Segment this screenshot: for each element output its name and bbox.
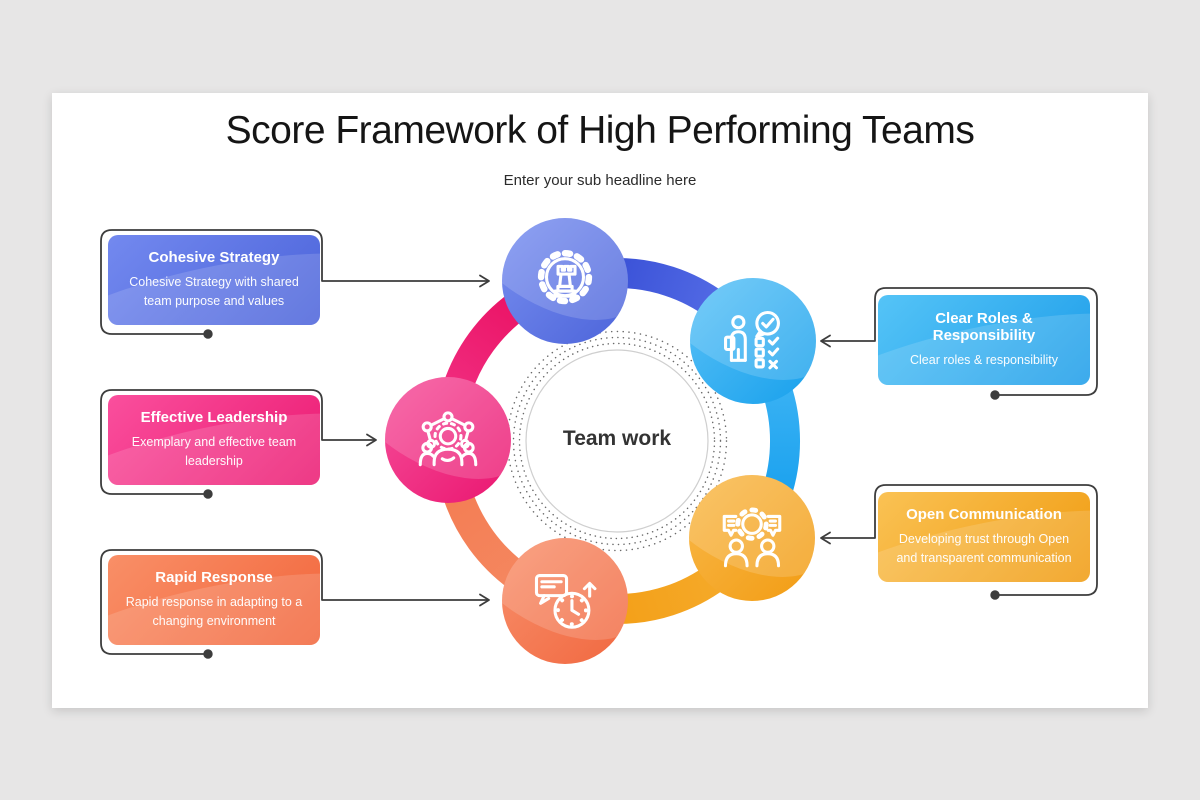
connector-dot-rapid	[203, 649, 213, 659]
card-title: Clear Roles & Responsibility	[932, 309, 1036, 344]
connectors	[100, 229, 1098, 659]
card-description: Clear roles & responsibility	[910, 352, 1058, 367]
connector-dot-roles	[990, 390, 1000, 400]
teamwork-hub-label: Team work	[562, 427, 672, 450]
dotted-halo	[506, 330, 728, 552]
card-rapid-response: Rapid Response Rapid response in adaptin…	[108, 555, 320, 645]
card-description: Developing trust through Open and transp…	[896, 531, 1072, 565]
card-open-communication: Open Communication Developing trust thro…	[878, 492, 1090, 582]
connector-effective-leadership	[100, 389, 376, 495]
slide-canvas: Score Framework of High Performing Teams…	[52, 93, 1148, 708]
arrowhead-open-communication	[820, 531, 831, 545]
card-title: Open Communication	[906, 505, 1062, 523]
leader-network-icon	[418, 411, 478, 467]
connector-dot-communication	[990, 590, 1000, 600]
node-leadership	[385, 377, 511, 503]
card-title: Cohesive Strategy	[148, 248, 280, 266]
arrowhead-clear-roles	[820, 334, 831, 348]
arrowhead-cohesive-strategy	[479, 274, 490, 288]
node-clear-roles	[690, 278, 816, 404]
card-description: Cohesive Strategy with shared team purpo…	[129, 274, 299, 308]
gear-chess-rook-icon	[537, 250, 593, 305]
connector-dot-leadership	[203, 489, 213, 499]
card-title: Effective Leadership	[140, 408, 288, 426]
node-rapid-response	[502, 538, 628, 664]
arrowhead-rapid-response	[479, 593, 490, 607]
clock-message-icon	[534, 574, 597, 629]
arrowhead-effective-leadership	[366, 433, 377, 447]
connector-clear-roles	[821, 287, 1098, 396]
teamwork-hub-circle	[525, 349, 709, 533]
node-communication	[689, 475, 815, 601]
connector-rapid-response	[100, 549, 489, 655]
card-description: Exemplary and effective team leadership	[131, 434, 297, 468]
page-title: Score Framework of High Performing Teams	[225, 109, 975, 152]
card-description: Rapid response in adapting to a changing…	[125, 594, 303, 628]
person-checklist-icon	[724, 310, 780, 370]
people-gear-chat-icon	[722, 507, 782, 568]
card-clear-roles: Clear Roles & Responsibility Clear roles…	[878, 295, 1090, 385]
card-cohesive-strategy: Cohesive Strategy Cohesive Strategy with…	[108, 235, 320, 325]
node-strategy	[502, 218, 628, 344]
connector-cohesive-strategy	[100, 229, 489, 335]
card-title: Rapid Response	[155, 568, 273, 586]
card-effective-leadership: Effective Leadership Exemplary and effec…	[108, 395, 320, 485]
connector-open-communication	[821, 484, 1098, 596]
connector-dot-cohesive	[203, 329, 213, 339]
page-subtitle: Enter your sub headline here	[503, 172, 697, 189]
